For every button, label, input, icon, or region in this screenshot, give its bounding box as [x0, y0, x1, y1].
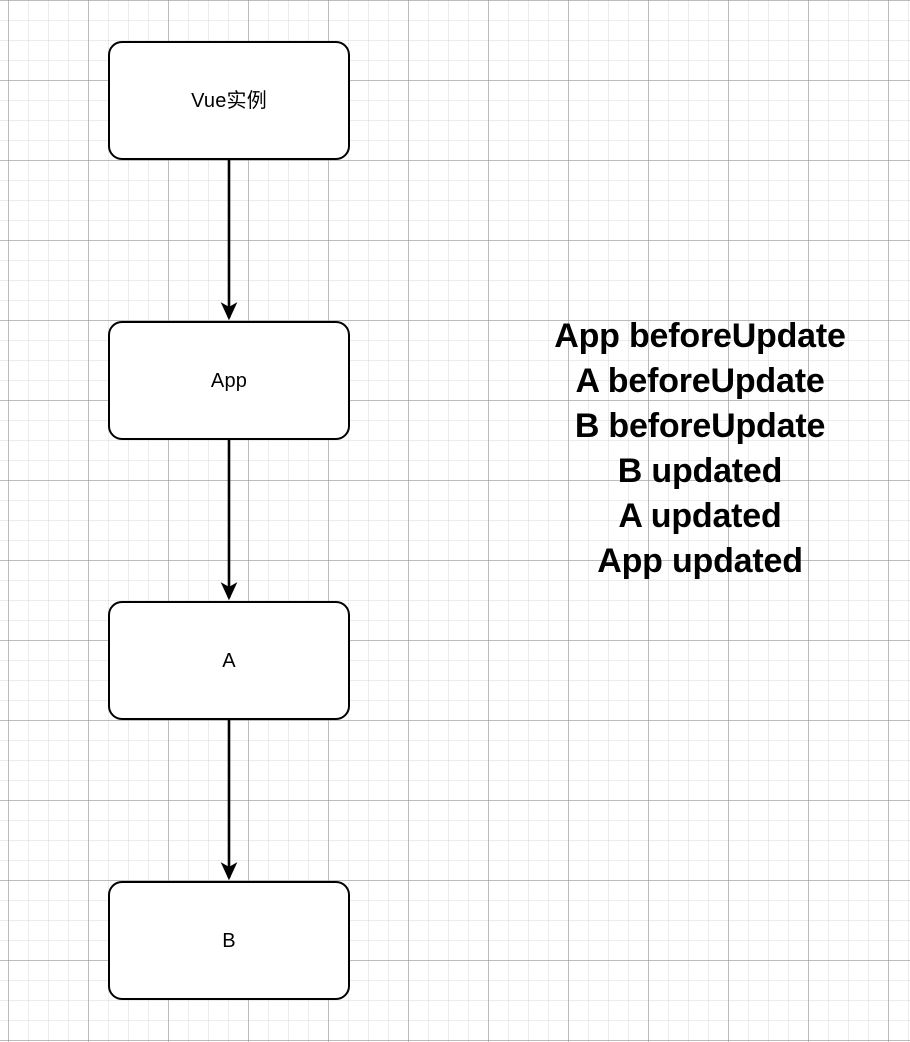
log-line: A beforeUpdate: [575, 362, 825, 400]
node-b[interactable]: B: [108, 881, 350, 1000]
node-app[interactable]: App: [108, 321, 350, 440]
log-line: App updated: [597, 542, 803, 580]
node-app-label: App: [210, 369, 248, 392]
node-a-label: A: [222, 649, 236, 672]
log-line: B beforeUpdate: [574, 407, 826, 445]
node-b-label: B: [222, 929, 236, 952]
lifecycle-log-panel: App beforeUpdate A beforeUpdate B before…: [465, 314, 910, 584]
log-line: B updated: [617, 452, 783, 490]
node-vue-instance-label: Vue实例: [191, 89, 267, 112]
log-line: App beforeUpdate: [554, 317, 846, 355]
node-a[interactable]: A: [108, 601, 350, 720]
node-vue-instance[interactable]: Vue实例: [108, 41, 350, 160]
log-line: A updated: [618, 497, 782, 535]
